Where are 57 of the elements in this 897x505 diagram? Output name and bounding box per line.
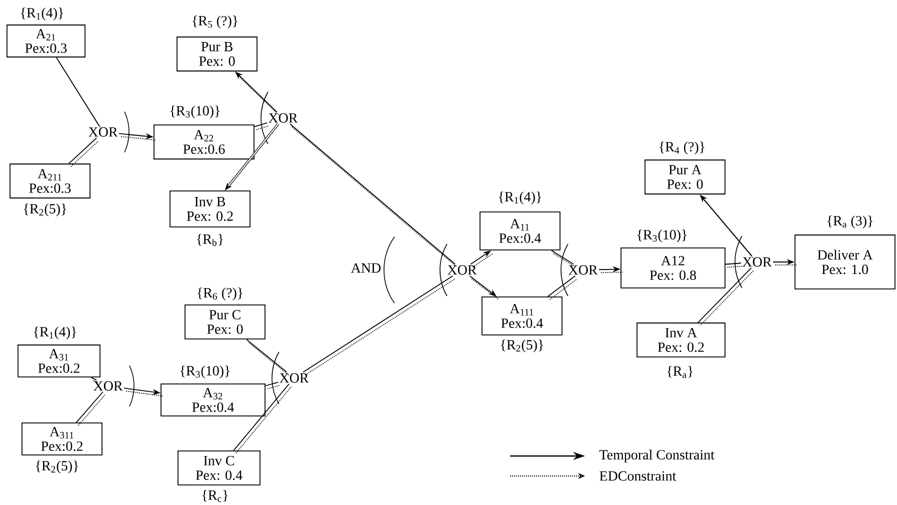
connector: [600, 272, 623, 274]
resource-label: {R$_{3}$(10)}: [638, 230, 686, 242]
resource-label: {R$_{1}$(4)}: [21, 8, 63, 20]
activity-box: A$_{32}$ Pex:0.4: [160, 384, 266, 416]
activity-box: A$_{211}$ Pex:0.3: [10, 164, 90, 198]
connector: [774, 264, 797, 266]
activity-box: A$_{311}$ Pex:0.2: [22, 422, 102, 456]
resource-label: {R$_{2}$(5)}: [501, 340, 543, 352]
resource-label: {R$_{3}$(10)}: [170, 106, 220, 118]
resource-label: {R$_{2}$(5)}: [24, 204, 66, 216]
connector: [256, 125, 270, 130]
activity-box: Pur C Pex: 0: [184, 304, 266, 340]
gateway-label: XOR: [448, 265, 477, 275]
resource-label: {R$_{b}$}: [197, 234, 223, 246]
activity-box: A$_{111}$ Pex:0.4: [482, 296, 562, 336]
connector: [120, 136, 156, 140]
resource-label: {R$_{a}$}: [667, 366, 693, 378]
resource-label: {R$_{4}$ (?)}: [660, 142, 704, 154]
activity-box: A$_{31}$ Pex:0.2: [18, 344, 100, 378]
connector: [472, 252, 494, 268]
connector: [727, 266, 744, 268]
activity-box: A$_{22}$ Pex:0.6: [154, 124, 254, 160]
gateway-label: XOR: [94, 381, 123, 391]
connector: [552, 252, 576, 268]
resource-label: {R$_{1}$(4)}: [499, 192, 541, 204]
connector: [550, 250, 574, 265]
activity-box: Inv B Pex: 0.2: [170, 190, 250, 228]
activity-box: Pur B Pex: 0: [176, 36, 258, 72]
gateway-label: XOR: [742, 257, 772, 267]
connector: [126, 390, 163, 396]
activity-box: A$_{21}$ Pex:0.3: [6, 24, 86, 58]
connector: [90, 376, 97, 381]
activity-box: Deliver A Pex: 1.0: [794, 234, 896, 290]
connector: [92, 380, 99, 384]
join-label: AND: [350, 263, 381, 273]
activity-box: Inv C Pex: 0.4: [178, 450, 260, 486]
resource-label: {R$_{1}$(4)}: [34, 326, 76, 340]
activity-box: A12 Pex: 0.8: [620, 248, 726, 288]
resource-label: {R$_{c}$}: [202, 490, 228, 502]
resource-label: {R$_{5}$ (?)}: [192, 16, 238, 28]
connector: [267, 384, 280, 390]
resource-label: {R$_{3}$(10)}: [180, 366, 230, 378]
connector: [725, 262, 742, 265]
gateway-label: XOR: [268, 113, 298, 123]
gateway-label: XOR: [568, 265, 598, 275]
connector: [265, 382, 278, 386]
activity-box: Pur A Pex: 0: [644, 160, 726, 194]
resource-label: {R$_{2}$(5)}: [36, 460, 78, 474]
gateway-label: XOR: [88, 127, 118, 137]
connector: [254, 122, 268, 128]
resource-label: {R$_{6}$ (?)}: [198, 288, 242, 300]
legend-text: Temporal Constraint: [599, 450, 714, 462]
legend-text: EDConstraint: [600, 471, 676, 481]
resource-label: {R$_{a}$ (3)}: [828, 216, 872, 228]
gateway-label: XOR: [280, 373, 309, 383]
activity-box: Inv A Pex: 0.2: [636, 322, 726, 358]
activity-box: A$_{11}$ Pex:0.4: [480, 212, 560, 250]
